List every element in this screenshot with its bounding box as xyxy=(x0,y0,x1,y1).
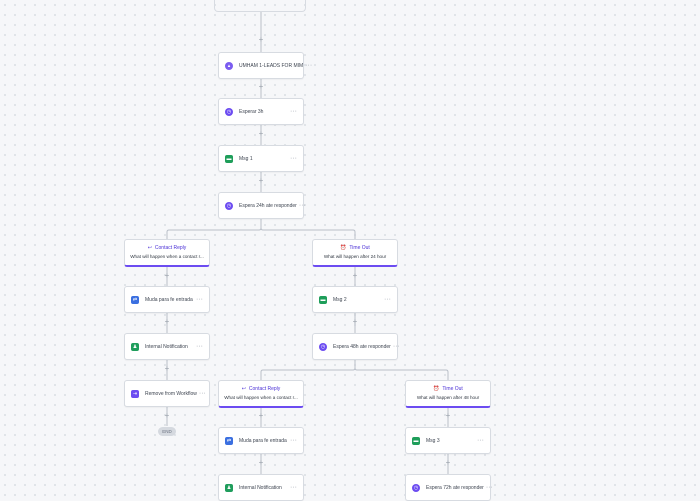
node-label: Internal Notification xyxy=(239,484,282,491)
message-icon: ▬ xyxy=(412,436,420,445)
more-options-icon[interactable]: ··· xyxy=(196,296,203,303)
node-label: Espera 72h ate responder xyxy=(426,484,484,491)
more-options-icon[interactable]: ··· xyxy=(485,484,493,491)
add-step-button[interactable]: + xyxy=(445,411,451,420)
more-options-icon[interactable]: ··· xyxy=(305,62,313,69)
branch-subtitle: What will happen after 24 hour xyxy=(323,254,387,259)
node-label: Espera 24h ate responder xyxy=(239,202,297,209)
message-icon: ▬ xyxy=(225,154,233,163)
more-options-icon[interactable]: ··· xyxy=(196,343,203,350)
add-step-button[interactable]: + xyxy=(258,411,264,420)
node-label: Espera 48h ate responder xyxy=(333,343,391,350)
message-icon: ▬ xyxy=(319,295,327,304)
reply-icon: ↩ xyxy=(147,245,152,251)
clock-icon: ◷ xyxy=(412,483,420,492)
node-label: Msg 1 xyxy=(239,155,253,162)
branch-subtitle: What will happen after 48 hour xyxy=(416,395,480,400)
node-label: Remove from Workflow xyxy=(145,390,197,397)
action-node-internal-notification[interactable]: ♟ Internal Notification ··· xyxy=(124,333,210,360)
add-step-button[interactable]: + xyxy=(445,458,451,467)
branch-time-out[interactable]: ⏰Time Out What will happen after 24 hour xyxy=(312,239,398,267)
alarm-icon: ⏰ xyxy=(340,245,347,251)
pipeline-icon: ⇄ xyxy=(131,295,139,304)
end-badge: END xyxy=(158,427,176,436)
reply-icon: ↩ xyxy=(241,386,246,392)
more-options-icon[interactable]: ··· xyxy=(477,437,484,444)
pipeline-icon: ⇄ xyxy=(225,436,233,445)
exit-icon: ⇥ xyxy=(131,389,139,398)
branch-title: Time Out xyxy=(349,245,370,251)
add-step-button[interactable]: + xyxy=(164,271,170,280)
add-step-button[interactable]: + xyxy=(258,82,264,91)
action-node-sms-leads[interactable]: ▴ UMHAM 1-LEADS FOR MIM ··· xyxy=(218,52,312,79)
clock-icon: ◷ xyxy=(319,342,327,351)
branch-subtitle: What will happen when a contact r... xyxy=(130,254,204,259)
add-step-button[interactable]: + xyxy=(352,271,358,280)
drop-icon: ▴ xyxy=(225,61,233,70)
add-step-button[interactable]: + xyxy=(258,129,264,138)
bell-icon: ♟ xyxy=(225,483,233,492)
add-step-button[interactable]: + xyxy=(164,411,170,420)
branch-subtitle: What will happen when a contact r... xyxy=(224,395,298,400)
more-options-icon[interactable]: ··· xyxy=(392,343,400,350)
alarm-icon: ⏰ xyxy=(433,386,440,392)
add-step-button[interactable]: + xyxy=(164,364,170,373)
branch-title: Contact Reply xyxy=(154,245,187,251)
branch-contact-reply[interactable]: ↩Contact Reply What will happen when a c… xyxy=(124,239,210,267)
add-step-button[interactable]: + xyxy=(258,176,264,185)
previous-node-frame xyxy=(214,0,306,12)
message-node-msg3[interactable]: ▬ Msg 3 ··· xyxy=(405,427,491,454)
clock-icon: ◷ xyxy=(225,107,233,116)
branch-time-out[interactable]: ⏰Time Out What will happen after 48 hour xyxy=(405,380,491,408)
message-node-msg1[interactable]: ▬ Msg 1 ··· xyxy=(218,145,304,172)
add-step-button[interactable]: + xyxy=(164,317,170,326)
more-options-icon[interactable]: ··· xyxy=(384,296,391,303)
wait-node-72h[interactable]: ◷ Espera 72h ate responder ··· xyxy=(405,474,493,501)
node-label: Msg 2 xyxy=(333,296,347,303)
more-options-icon[interactable]: ··· xyxy=(198,390,206,397)
branch-title: Contact Reply xyxy=(248,386,281,392)
add-step-button[interactable]: + xyxy=(352,317,358,326)
more-options-icon[interactable]: ··· xyxy=(290,484,297,491)
bell-icon: ♟ xyxy=(131,342,139,351)
more-options-icon[interactable]: ··· xyxy=(298,202,306,209)
wait-node-48h[interactable]: ◷ Espera 48h ate responder ··· xyxy=(312,333,400,360)
message-node-msg2[interactable]: ▬ Msg 2 ··· xyxy=(312,286,398,313)
action-node-internal-notification[interactable]: ♟ Internal Notification ··· xyxy=(218,474,304,501)
clock-icon: ◷ xyxy=(225,201,233,210)
node-label: UMHAM 1-LEADS FOR MIM xyxy=(239,62,304,69)
node-label: Muda para fe entrada xyxy=(145,296,193,303)
node-label: Muda para fe entrada xyxy=(239,437,287,444)
node-label: Esperar 3h xyxy=(239,108,264,115)
node-label: Internal Notification xyxy=(145,343,188,350)
action-node-move-stage[interactable]: ⇄ Muda para fe entrada ··· xyxy=(218,427,304,454)
wait-node-24h[interactable]: ◷ Espera 24h ate responder ··· xyxy=(218,192,306,219)
more-options-icon[interactable]: ··· xyxy=(290,108,297,115)
branch-title: Time Out xyxy=(442,386,463,392)
node-label: Msg 3 xyxy=(426,437,440,444)
action-node-move-stage[interactable]: ⇄ Muda para fe entrada ··· xyxy=(124,286,210,313)
action-node-remove-workflow[interactable]: ⇥ Remove from Workflow ··· xyxy=(124,380,210,407)
add-step-button[interactable]: + xyxy=(258,458,264,467)
more-options-icon[interactable]: ··· xyxy=(290,155,297,162)
branch-contact-reply[interactable]: ↩Contact Reply What will happen when a c… xyxy=(218,380,304,408)
add-step-button[interactable]: + xyxy=(258,35,264,44)
more-options-icon[interactable]: ··· xyxy=(290,437,297,444)
wait-node-3h[interactable]: ◷ Esperar 3h ··· xyxy=(218,98,304,125)
